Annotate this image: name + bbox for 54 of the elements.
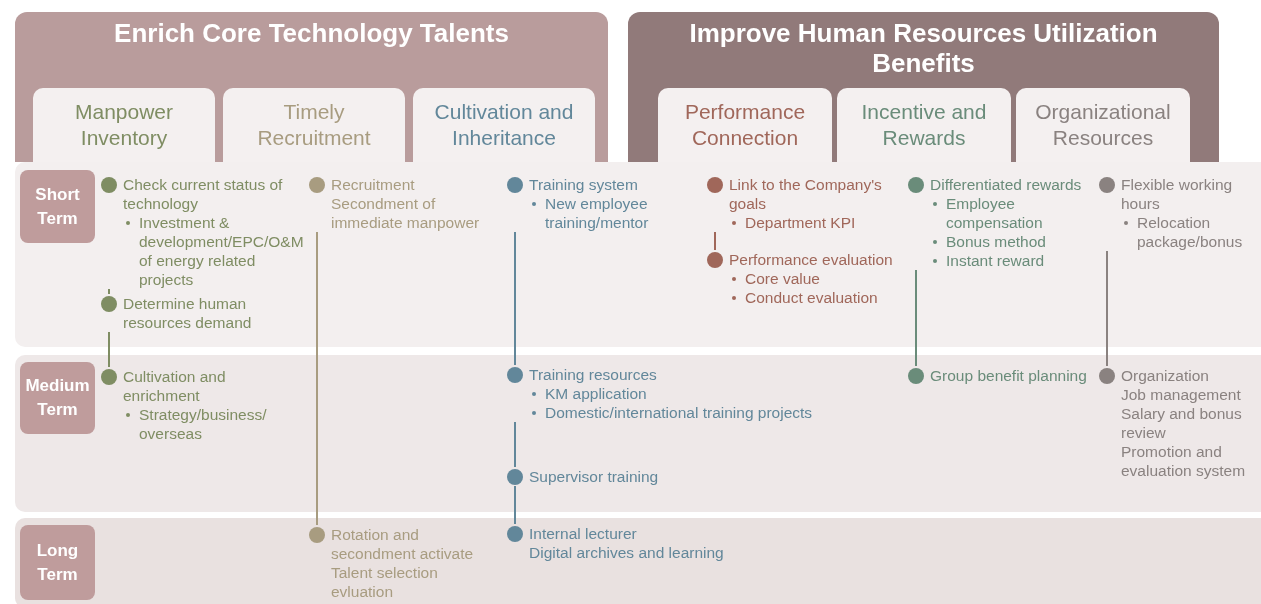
item-text: Link to the Company's goals (729, 175, 883, 213)
category-title: Enrich Core Technology Talents (113, 18, 510, 48)
item-text: Supervisor training (529, 467, 660, 486)
category-header-band (628, 12, 1219, 162)
timeline-connector (1106, 250, 1108, 367)
category-tab: Performance Connection (658, 88, 832, 162)
item-text: Job management (1121, 385, 1242, 404)
timeline-connector (316, 231, 318, 526)
item-text: Promotion and evaluation system (1121, 442, 1247, 480)
timeline-connector (514, 485, 516, 525)
item-text: Training resources (529, 365, 658, 384)
term-label: Medium Term (20, 362, 95, 434)
item-text: Rotation and secondment activate (331, 525, 475, 563)
item-text: Training system (529, 175, 639, 194)
item-text: Talent selection evluation (331, 563, 439, 601)
bullet-text: Department KPI (745, 213, 907, 232)
item-text: Check current status of technology (123, 175, 284, 213)
bullet-text: Domestic/international training projects (545, 403, 857, 422)
bullet-text: Conduct evaluation (745, 288, 907, 307)
item-text: Salary and bonus review (1121, 404, 1243, 442)
item-text: Digital archives and learning (529, 543, 725, 562)
bullet-text: Core value (745, 269, 907, 288)
category-tab: Manpower Inventory (33, 88, 215, 162)
bullet-text: KM application (545, 384, 857, 403)
category-tab: Organizational Resources (1016, 88, 1190, 162)
timeline-connector (714, 231, 716, 251)
item-text: Internal lecturer (529, 524, 638, 543)
item-text: Recruitment (331, 175, 416, 194)
item-text: Performance evaluation (729, 250, 894, 269)
item-text: Determine human resources demand (123, 294, 253, 332)
category-title: Improve Human Resources Utilization Benefits (688, 18, 1159, 78)
bullet-text: Investment & development/EPC/O&M of energy related projects (139, 213, 311, 289)
timeline-connector (108, 331, 110, 368)
item-text: Secondment of immediate manpower (331, 194, 481, 232)
timeline-connector (514, 421, 516, 468)
timeline-connector (915, 269, 917, 367)
term-label: Short Term (20, 170, 95, 243)
bullet-text: Employee compensation (946, 194, 1100, 232)
bullet-text: Relocation package/bonus (1137, 213, 1261, 251)
item-text: Flexible working hours (1121, 175, 1234, 213)
category-tab: Timely Recruitment (223, 88, 405, 162)
category-header-band (15, 12, 608, 162)
item-text: Differentiated rewards (930, 175, 1083, 194)
term-label: Long Term (20, 525, 95, 600)
bullet-text: Strategy/business/overseas (139, 405, 286, 443)
timeline-connector (108, 288, 110, 295)
bullet-text: Bonus method (946, 232, 1100, 251)
bullet-text: New employee training/mentor (545, 194, 687, 232)
item-text: Organization (1121, 366, 1210, 385)
bullet-text: Instant reward (946, 251, 1100, 270)
timeline-connector (514, 231, 516, 366)
category-tab: Cultivation and Inheritance (413, 88, 595, 162)
item-text: Group benefit planning (930, 366, 1088, 385)
category-tab: Incentive and Rewards (837, 88, 1011, 162)
